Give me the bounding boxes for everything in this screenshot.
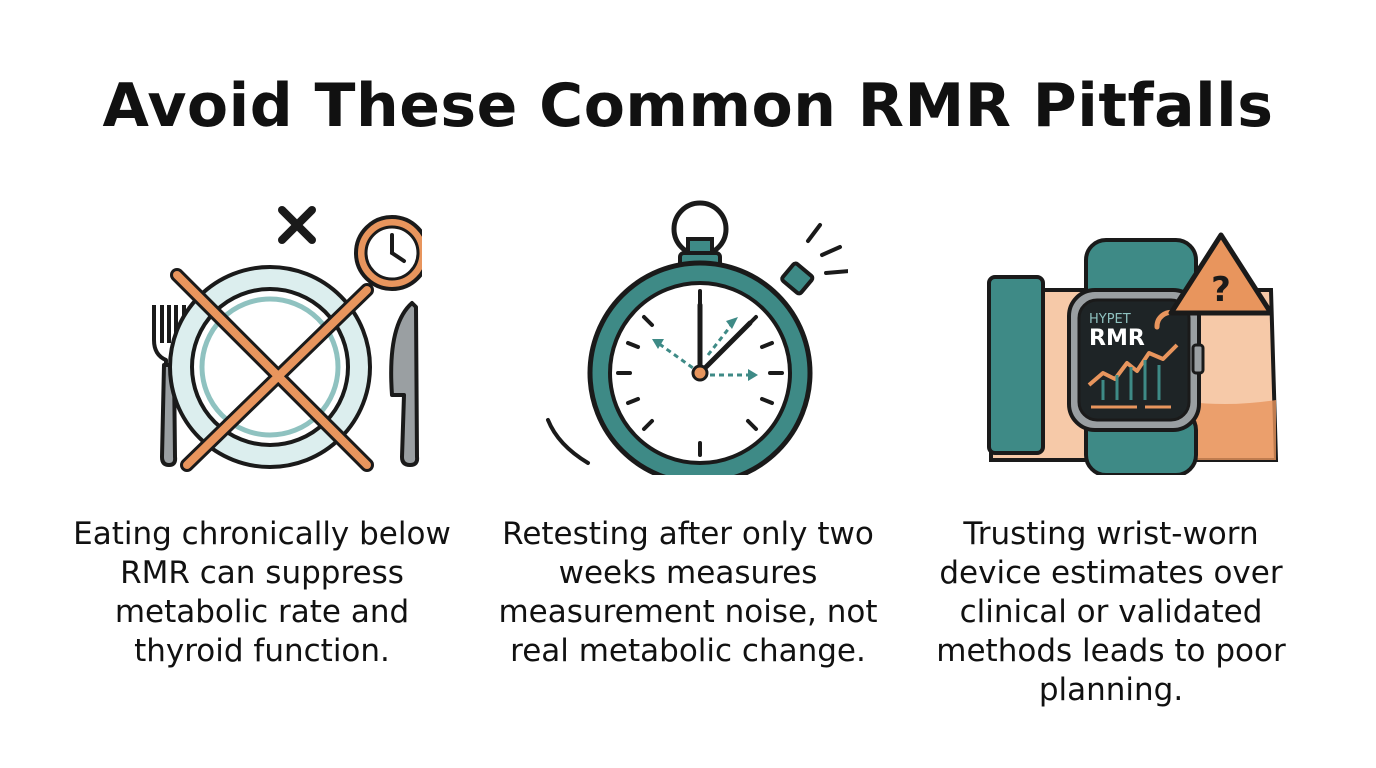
pitfall-card-retesting: Retesting after only two weeks measures …	[488, 195, 888, 669]
pitfall-card-wearables: HYPET RMR ? Trusting wrist-worn device e…	[911, 195, 1311, 708]
pitfall-caption: Retesting after only two weeks measures …	[498, 516, 878, 669]
watch-brand-label: HYPET	[1089, 312, 1131, 327]
pitfall-card-undereating: Eating chronically below RMR can suppres…	[62, 195, 462, 669]
motion-lines	[546, 223, 848, 465]
knife-icon	[389, 301, 420, 467]
x-mark-icon	[278, 206, 316, 244]
crossed-plate-icon	[152, 206, 422, 472]
smartwatch-icon: HYPET RMR ?	[987, 232, 1279, 475]
warning-icon: ?	[1168, 232, 1274, 316]
clock-icon	[354, 215, 422, 291]
warning-symbol: ?	[1211, 270, 1231, 310]
watch-metric-label: RMR	[1089, 326, 1145, 351]
pitfall-caption: Trusting wrist-worn device estimates ove…	[936, 516, 1286, 708]
page-title: Avoid These Common RMR Pitfalls	[102, 71, 1274, 141]
stopwatch-icon	[546, 200, 848, 475]
watch-bars	[1101, 360, 1161, 400]
pitfall-caption: Eating chronically below RMR can suppres…	[73, 516, 451, 669]
